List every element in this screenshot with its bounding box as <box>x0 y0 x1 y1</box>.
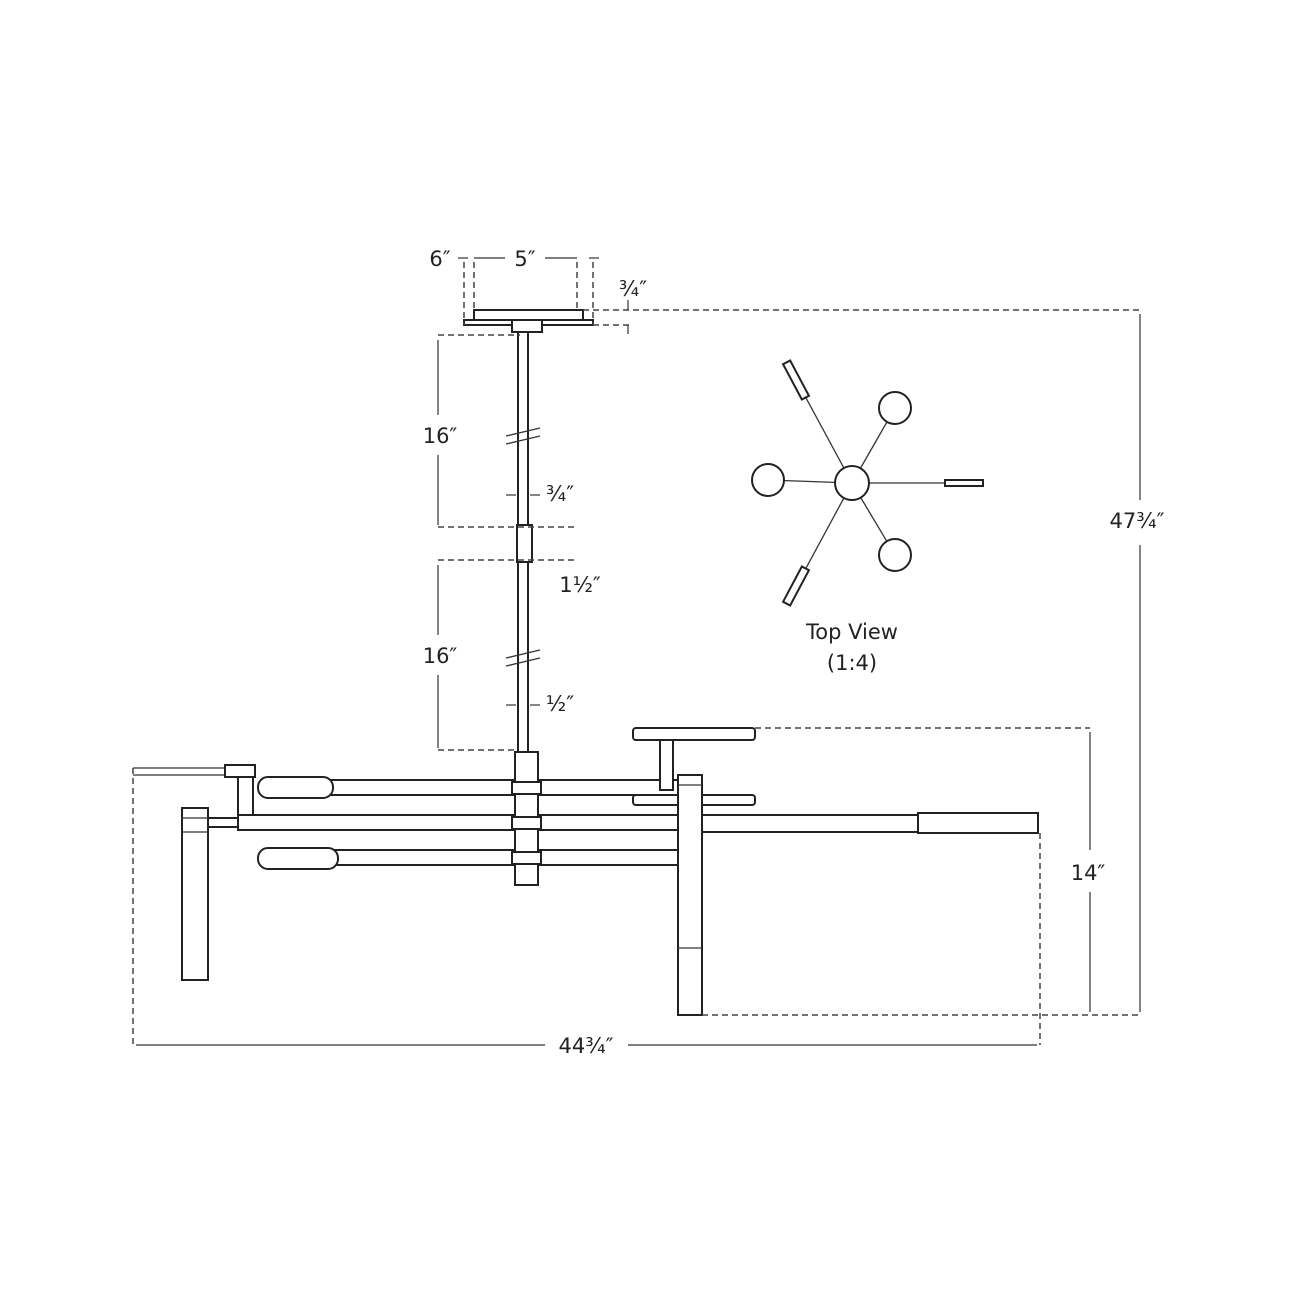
coupling-label: 1½″ <box>559 573 601 597</box>
stem-lower-label: 16″ <box>423 644 458 668</box>
stem-diameter-label: ¾″ <box>546 482 574 506</box>
canopy-dimension-lines <box>458 257 1140 334</box>
top-view-title: Top View <box>805 620 898 644</box>
canopy-outer-label: 6″ <box>429 247 450 271</box>
top-view-drawing <box>751 359 984 607</box>
overall-dimension-lines <box>132 314 1141 1046</box>
stem <box>505 331 541 753</box>
overall-width-label: 44¾″ <box>559 1034 614 1058</box>
canopy-inner-label: 5″ <box>514 247 535 271</box>
canopy-height-label: ¾″ <box>619 277 647 301</box>
canopy <box>463 309 594 333</box>
fixture-body <box>133 727 1039 1016</box>
overall-height-label: 47¾″ <box>1110 509 1165 533</box>
top-view-scale: (1:4) <box>827 651 877 675</box>
rod-diameter-label: ½″ <box>546 692 574 716</box>
body-height-label: 14″ <box>1071 861 1106 885</box>
stem-upper-label: 16″ <box>423 424 458 448</box>
stem-dimension-lines <box>437 334 578 751</box>
